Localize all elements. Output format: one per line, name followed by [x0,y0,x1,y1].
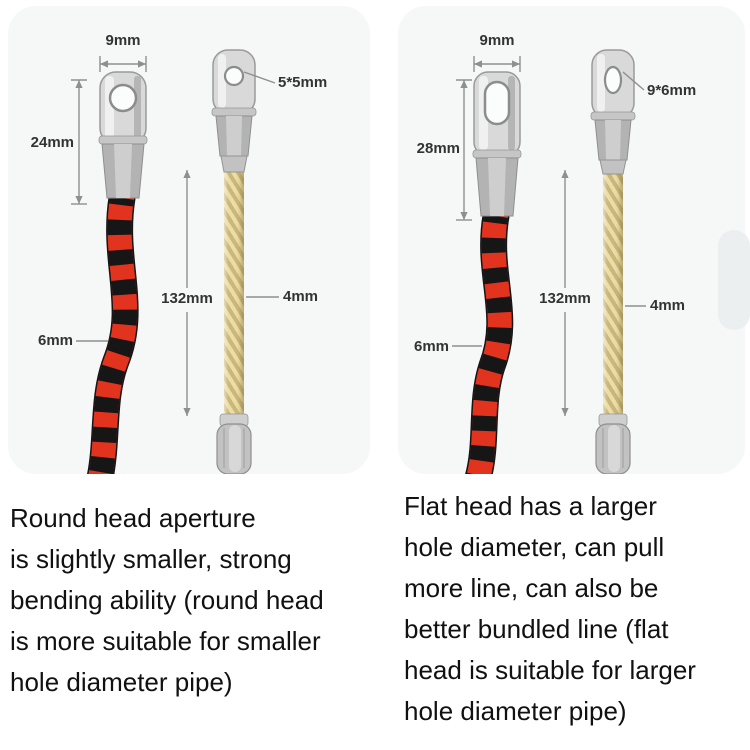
dim-label-hole-size: 9*6mm [647,82,697,99]
measurement-lines [71,56,279,416]
rope-eyelet-head [590,49,636,175]
side-tab [718,230,750,330]
dim-label-rope-length: 132mm [539,290,591,307]
rope-bottom-ferrule [595,413,631,474]
dim-label-cable-diameter: 6mm [414,338,450,355]
measurement-lines [452,56,646,416]
caption-flat-head: Flat head has a larger hole diameter, ca… [404,491,696,726]
wire-rope-illustration [603,172,623,418]
caption-round-head: Round head aperture is slightly smaller,… [10,503,324,697]
wire-rope-illustration [224,168,244,418]
dim-label-rope-length: 132mm [161,290,213,307]
flat-head-panel: 9mm 28mm 9*6mm 132mm 4mm 6mm [398,6,745,474]
round-head-diagram [71,49,279,474]
dim-label-top-width: 9mm [105,32,141,49]
dim-label-cable-diameter: 6mm [38,332,74,349]
rope-bottom-ferrule [216,413,252,474]
flat-head-diagram [452,49,646,474]
rope-eyelet-head [211,49,257,173]
dim-label-rope-diameter: 4mm [283,288,319,305]
flat-eyelet-head [472,71,522,217]
twisted-cable-illustration [465,202,514,474]
round-eyelet-head [98,71,148,199]
dim-label-top-width: 9mm [479,32,515,49]
dim-label-head-length: 24mm [30,134,74,151]
dim-label-head-length: 28mm [416,140,460,157]
round-head-panel: 9mm 24mm 5*5mm 132mm 4mm 6mm [8,6,370,474]
twisted-cable-illustration [86,184,139,474]
dim-label-hole-size: 5*5mm [278,74,328,91]
dim-label-rope-diameter: 4mm [650,297,686,314]
